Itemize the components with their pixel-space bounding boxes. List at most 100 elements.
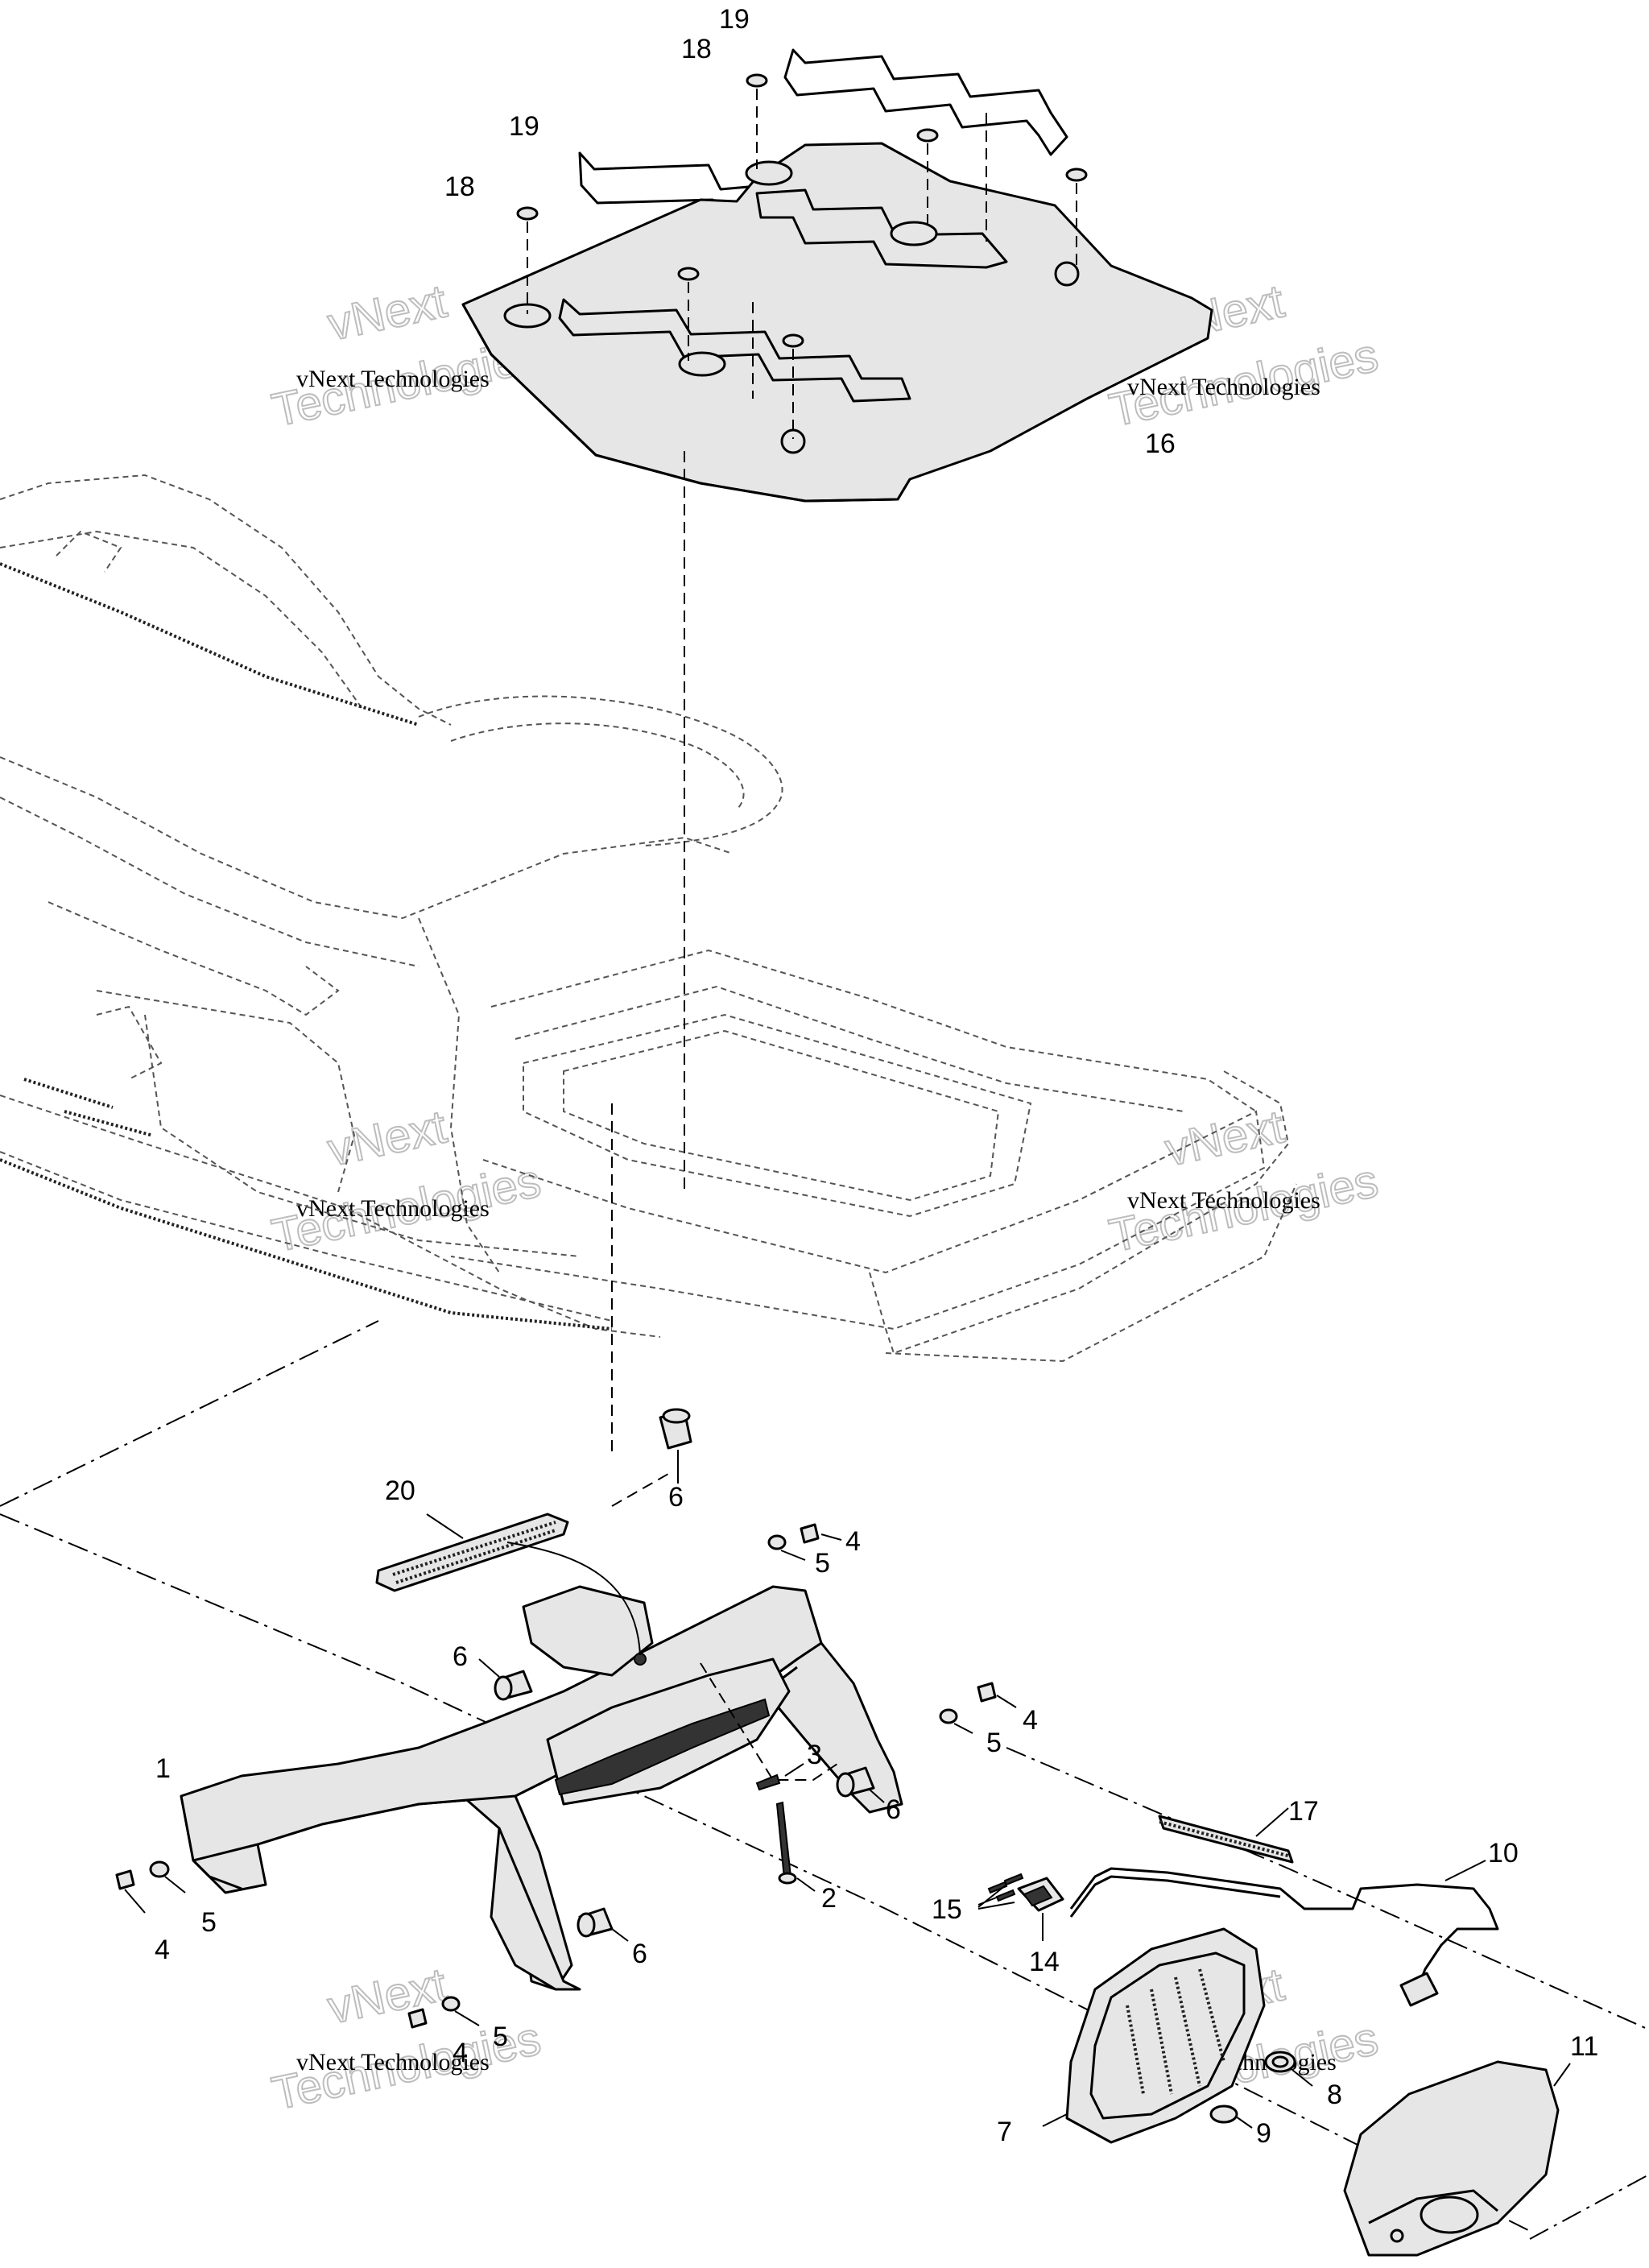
leader-11 — [1553, 2063, 1571, 2087]
chassis-hatch-side — [23, 1078, 154, 1137]
callout-5-right: 5 — [986, 1728, 1002, 1758]
watermark-big-vnext: vNext — [324, 275, 452, 350]
callout-6-top: 6 — [668, 1482, 684, 1513]
chassis-rail-hatch-upper — [0, 562, 419, 726]
callout-10: 9 — [1256, 2118, 1271, 2149]
callout-4-bottom: 4 — [453, 2038, 468, 2068]
assembly-centerline-left — [0, 1320, 379, 1507]
watermark-mid-left: vNext Technologies — [267, 1099, 546, 1263]
leader-5-right — [953, 1723, 973, 1734]
leader-2 — [796, 1877, 816, 1892]
vent-20 — [375, 1513, 569, 1592]
assembly-centerline-right — [1006, 1747, 1649, 2030]
leader-5-top — [780, 1550, 806, 1561]
bolt-6-top — [659, 1408, 692, 1450]
watermark-big-vnext: vNext — [324, 1958, 452, 2034]
leader-6-mid — [478, 1658, 500, 1678]
plate-hole — [678, 351, 726, 377]
screw-18 — [677, 267, 700, 281]
leader-20 — [426, 1513, 464, 1539]
washer-5-bottom — [441, 1996, 461, 2012]
callout-19-top: 19 — [719, 4, 750, 35]
callout-5-top: 5 — [815, 1548, 830, 1579]
callout-5-bottom: 5 — [493, 2022, 508, 2052]
screw-4-top — [800, 1523, 820, 1544]
bumper-callout-curve — [506, 1542, 641, 1656]
plate-hole — [890, 221, 938, 246]
taillight-housing-7 — [1065, 1927, 1266, 2144]
callout-11: 11 — [1570, 2031, 1598, 2062]
leader-8 — [1292, 2069, 1313, 2087]
bolt-6-right — [836, 1766, 875, 1798]
callout-6-bottom: 6 — [632, 1939, 647, 1969]
leader-5-left — [164, 1876, 186, 1893]
callout-6-right: 6 — [886, 1794, 901, 1825]
watermark-text: vNext Technologies — [296, 366, 490, 392]
chassis-rail-hatch-lower — [0, 1158, 613, 1331]
pins-15 — [987, 1873, 1024, 1902]
grommet-17 — [1158, 1815, 1294, 1864]
callout-5-left: 5 — [201, 1907, 217, 1938]
leader-4-right — [996, 1695, 1017, 1708]
watermark-text: vNext Technologies — [296, 1195, 490, 1222]
assembly-centerline-edge — [1529, 2174, 1649, 2240]
wire-harness-9 — [1069, 1867, 1499, 1990]
callout-2: 2 — [821, 1883, 837, 1914]
callout-6-mid: 6 — [453, 1641, 468, 1672]
chassis-phantom — [0, 474, 1297, 1363]
leader-10 — [1235, 2116, 1253, 2129]
plate-hole — [745, 160, 793, 186]
callout-4-top: 4 — [845, 1526, 861, 1557]
top-plate-16-slot-rear — [755, 188, 1008, 269]
rear-bumper-1 — [180, 1585, 903, 1991]
callout-18-top: 18 — [681, 34, 712, 64]
screw-4-left — [115, 1869, 135, 1890]
leader-4-left — [124, 1889, 146, 1914]
leader-3 — [784, 1763, 804, 1777]
screw-18 — [1065, 168, 1088, 182]
connector-14 — [1017, 1877, 1064, 1912]
screw-18 — [516, 206, 539, 221]
screw-18 — [782, 333, 804, 348]
washer-5-left — [149, 1860, 170, 1878]
washer-5-top — [767, 1534, 787, 1550]
bumper-dot — [634, 1653, 647, 1666]
bolt-6-mid — [494, 1670, 533, 1701]
callout-18-left: 18 — [444, 172, 475, 202]
watermark-big-vnext: vNext — [324, 1100, 452, 1176]
callout-4-right: 4 — [1023, 1705, 1038, 1736]
top-plate-16-slot-front — [558, 298, 911, 403]
top-plate-16 — [461, 142, 1213, 503]
leader-5-bottom — [454, 2010, 480, 2026]
callout-20: 20 — [385, 1475, 415, 1506]
plate-hole — [503, 303, 552, 329]
watermark-big-vnext: vNext — [1161, 1100, 1289, 1176]
leader-6-bottom — [611, 1928, 629, 1942]
screw-axis — [527, 89, 1077, 439]
washer-5-right — [939, 1708, 958, 1724]
plate-hole — [780, 428, 806, 454]
leader-15 — [977, 1884, 1015, 1910]
taillight-lens-11 — [1343, 2060, 1560, 2257]
callout-9: 10 — [1488, 1838, 1519, 1869]
callout-17: 17 — [1288, 1796, 1319, 1827]
callout-14: 14 — [1029, 1947, 1060, 1977]
watermark-text: vNext Technologies — [1127, 1187, 1320, 1214]
bolt-axis-top — [611, 1473, 669, 1507]
callout-8: 8 — [1327, 2080, 1342, 2110]
callout-16: 16 — [1145, 428, 1176, 459]
leader-7 — [1042, 2113, 1068, 2127]
leader-4-top — [820, 1533, 842, 1541]
watermark-text: vNext Technologies — [1127, 374, 1320, 400]
bolt-6-bottom — [577, 1907, 614, 1938]
socket-10 — [1209, 1972, 1439, 2124]
screw-18 — [746, 73, 768, 88]
screw-4-bottom — [407, 2008, 428, 2029]
callout-4-left: 4 — [155, 1935, 170, 1965]
callout-3: 3 — [807, 1740, 822, 1770]
assembly-centerline-long — [0, 1513, 1531, 2232]
screw-4-right — [977, 1682, 997, 1703]
callout-7: 7 — [997, 2117, 1012, 2147]
leader-6-right — [869, 1789, 885, 1803]
